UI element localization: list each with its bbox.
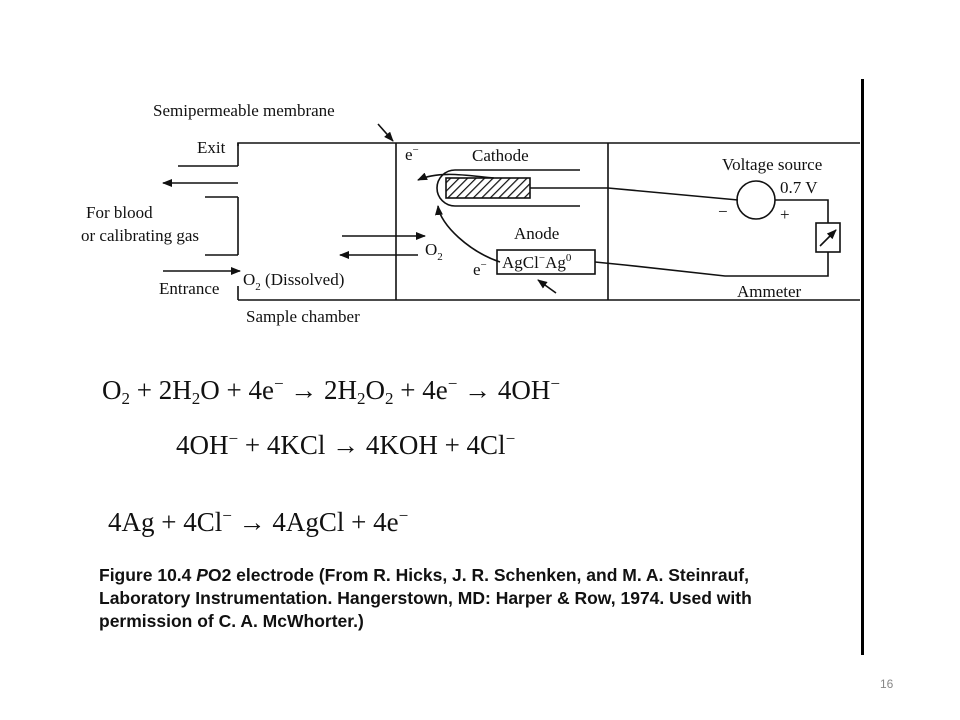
anode-material-label: AgCl−Ag0 — [502, 252, 572, 272]
electron-top-label: e− — [405, 144, 419, 164]
equation-oxygen-reduction: O2 + 2H2O + 4e− → 2H2O2 + 4e− → 4OH− — [102, 374, 560, 408]
calibrating-gas-label: or calibrating gas — [81, 226, 199, 245]
o2-label: O2 — [425, 240, 443, 263]
membrane-label: Semipermeable membrane — [153, 101, 335, 120]
exit-label: Exit — [197, 138, 226, 157]
equation-hydroxide-kcl: 4OH− + 4KCl → 4KOH + 4Cl− — [176, 429, 516, 460]
sample-chamber-label: Sample chamber — [246, 307, 360, 326]
ammeter-label: Ammeter — [737, 282, 802, 301]
for-blood-label: For blood — [86, 203, 153, 222]
anode-pointer-arrow — [537, 279, 557, 294]
figure-caption: Figure 10.4 PO2 electrode (From R. Hicks… — [99, 565, 752, 631]
page-number: 16 — [880, 677, 894, 691]
anode-label: Anode — [514, 224, 559, 243]
equation-silver-chloride: 4Ag + 4Cl− → 4AgCl + 4e− — [108, 506, 409, 537]
electron-bottom-label: e− — [473, 259, 487, 279]
cathode-wire — [436, 169, 580, 207]
voltage-source-label: Voltage source — [722, 155, 822, 174]
o2-curve-arrow — [434, 205, 501, 263]
chamber-top-wall — [237, 142, 396, 146]
voltage-value-label: 0.7 V — [780, 178, 818, 197]
ammeter-needle — [819, 229, 837, 247]
minus-terminal-label: − — [718, 202, 728, 221]
ammeter-return-wire — [594, 252, 829, 277]
o2-dissolved-label: O2 (Dissolved) — [243, 270, 344, 293]
plus-terminal-label: + — [780, 205, 790, 224]
membrane-pointer-arrow — [377, 123, 394, 142]
voltage-source-symbol — [736, 180, 776, 220]
ammeter-symbol — [815, 222, 841, 253]
vertical-divider — [861, 79, 864, 655]
cathode-label: Cathode — [472, 146, 529, 165]
voltage-to-ammeter-wire — [775, 199, 829, 223]
entrance-label: Entrance — [159, 279, 219, 298]
cathode-circuit-wire — [530, 187, 739, 201]
cathode-element — [445, 177, 531, 199]
